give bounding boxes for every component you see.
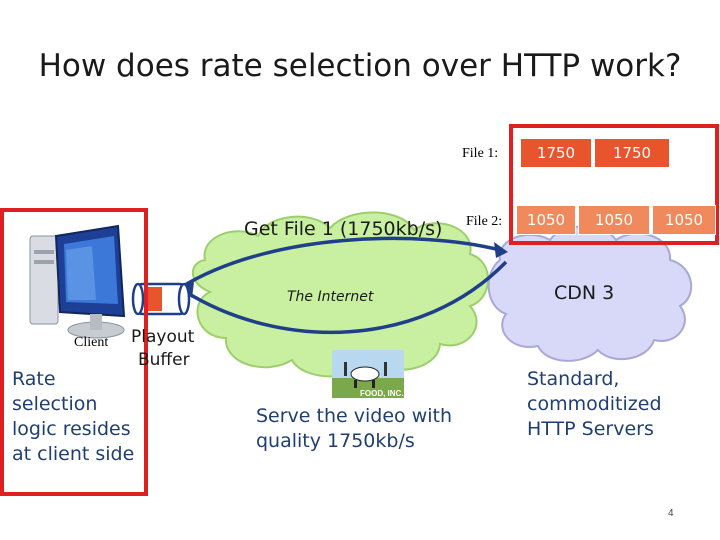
- file2-chunk: 1050: [516, 205, 576, 235]
- serve-text: Serve the video with quality 1750kb/s: [256, 404, 452, 454]
- http-servers-line: Standard,: [527, 368, 620, 390]
- file1-label: File 1:: [462, 146, 499, 161]
- movie-logo-text: FOOD, INC.: [360, 389, 404, 398]
- file2-chunk: 1050: [652, 205, 716, 235]
- slide-title: How does rate selection over HTTP work?: [38, 48, 682, 84]
- movie-thumbnail-icon: [332, 350, 404, 398]
- page-number: 4: [668, 508, 674, 519]
- http-servers-line: commoditized: [527, 393, 662, 415]
- http-servers-text: Standard, commoditized HTTP Servers: [527, 367, 662, 442]
- file2-chunk: 1050: [578, 205, 650, 235]
- cdn-label: CDN 3: [554, 282, 615, 304]
- request-label: Get File 1 (1750kb/s): [244, 218, 443, 240]
- serve-line: quality 1750kb/s: [256, 430, 415, 452]
- rate-selection-line: at client side: [12, 443, 135, 465]
- file1-chunk: 1750: [594, 138, 670, 168]
- serve-line: Serve the video with: [256, 405, 453, 427]
- http-servers-line: HTTP Servers: [527, 418, 654, 440]
- computer-icon: [29, 224, 126, 339]
- rate-selection-line: logic resides: [12, 418, 131, 440]
- client-highlight-box: [0, 208, 148, 496]
- buffer-label: Buffer: [138, 350, 190, 370]
- rate-selection-line: selection: [12, 393, 98, 415]
- rate-selection-line: Rate: [12, 368, 56, 390]
- cdn-files-highlight-box: [509, 124, 719, 245]
- playout-label: Playout: [131, 327, 195, 347]
- client-label: Client: [74, 335, 109, 350]
- playout-buffer-icon: [131, 282, 191, 316]
- rate-selection-text: Rate selection logic resides at client s…: [12, 367, 134, 467]
- internet-label: The Internet: [287, 289, 374, 305]
- file1-chunk: 1750: [520, 138, 592, 168]
- file2-label: File 2:: [466, 214, 503, 229]
